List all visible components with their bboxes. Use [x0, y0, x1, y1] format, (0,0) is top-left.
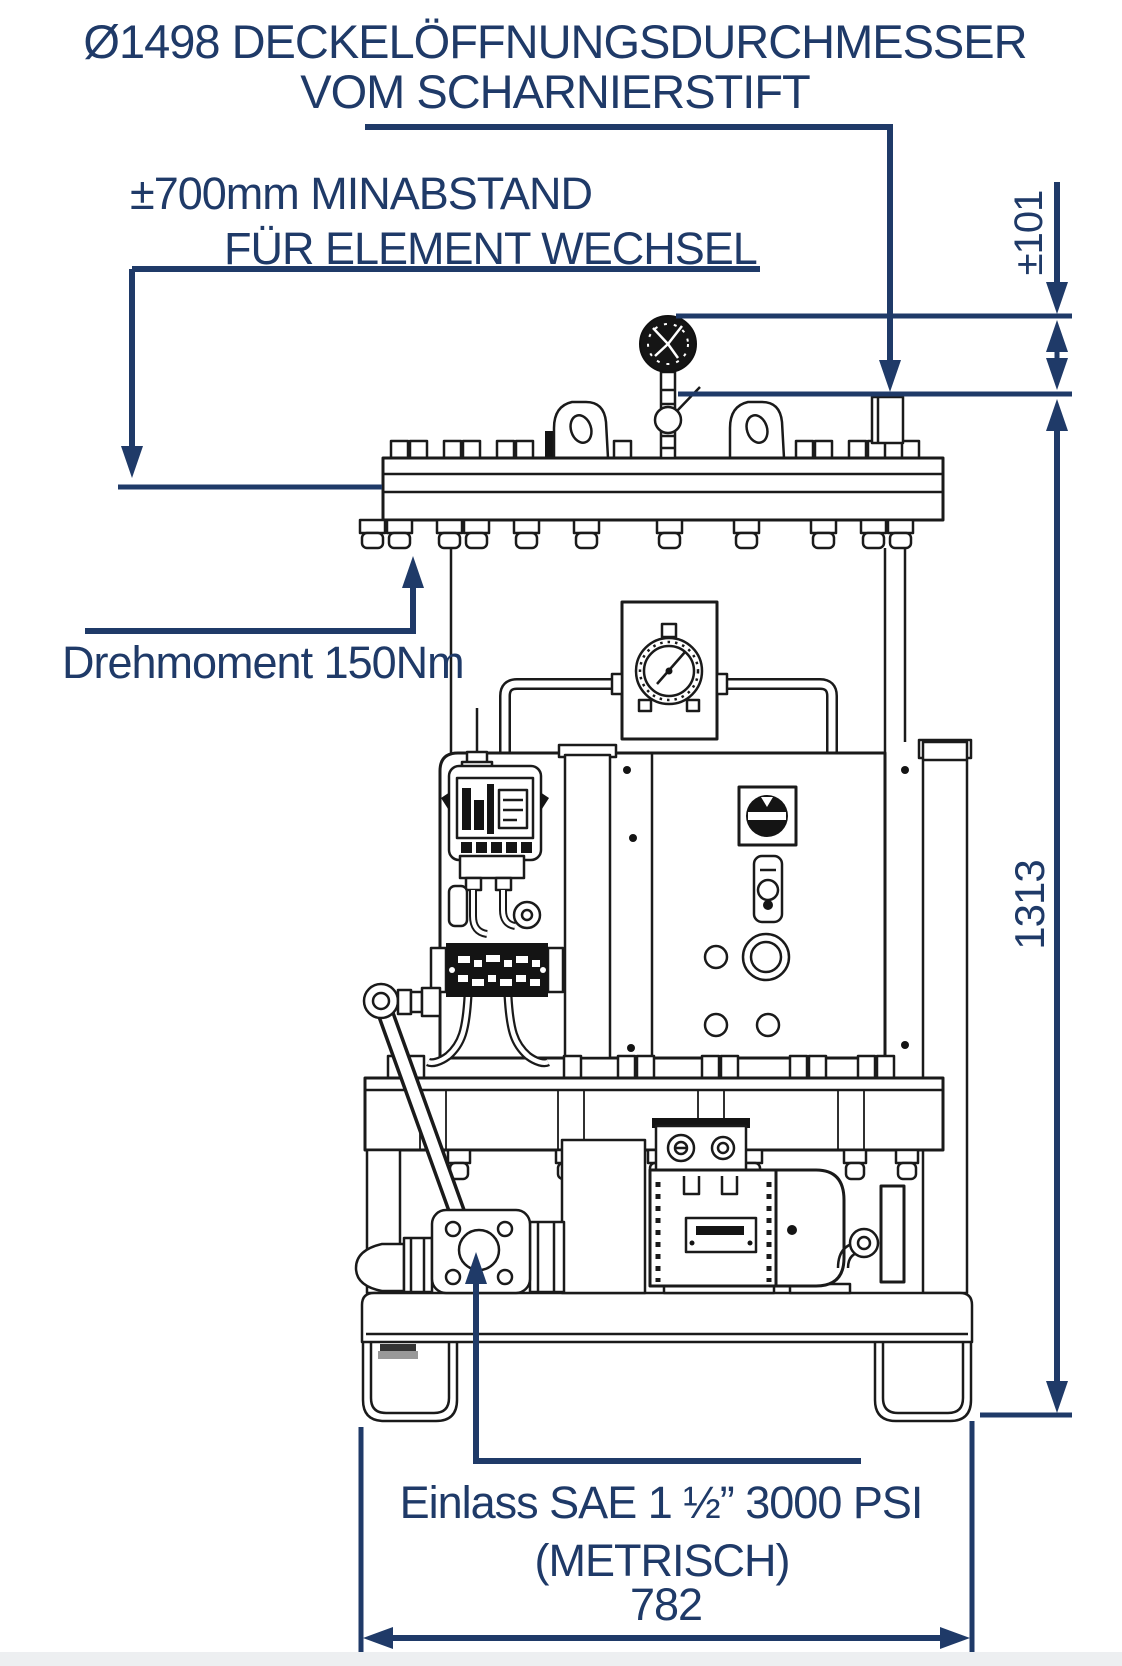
eye-fitting-icon [362, 982, 400, 1020]
outlet-elbow [848, 1227, 880, 1259]
pump-bracket [560, 1138, 647, 1295]
coupling-bell [774, 1168, 846, 1288]
filter-housing [449, 548, 907, 753]
pressure-gauge-top [639, 315, 701, 460]
lid-top-bolts [389, 431, 921, 460]
torque-leader [85, 556, 424, 634]
lower-flange-bolts [374, 1148, 920, 1181]
ball-valve [653, 405, 683, 435]
title-line1: Ø1498 DECKELÖFFNUNGSDURCHMESSER [83, 15, 1026, 68]
base-frame [360, 1291, 974, 1344]
base-width-dimension [358, 1421, 975, 1652]
gauge-protrusion-dimension [676, 182, 1072, 397]
flange-hex-bolts [358, 518, 915, 550]
toggle-lever [752, 854, 784, 924]
inlet-leader [465, 1252, 861, 1464]
overall-height-dimension [980, 399, 1072, 1418]
dim-gauge-protrusion: ±101 [1007, 191, 1051, 276]
dimension-annotations: Ø1498 DECKELÖFFNUNGSDURCHMESSER VOM SCHA… [62, 15, 1072, 1652]
control-panel [623, 766, 909, 1052]
gauge-pipe-left [499, 678, 612, 753]
indicator-light-bottom-right [755, 1012, 781, 1038]
front-strut [563, 753, 612, 1060]
indicator-light-bottom-left [703, 1012, 729, 1038]
clearance-leader [118, 266, 760, 490]
indicator-light-small [703, 944, 729, 970]
title-line2: VOM SCHARNIERSTIFT [300, 65, 810, 118]
dim-overall-height: 1313 [1006, 860, 1053, 949]
lid-plate [381, 456, 945, 522]
dim-base-width: 782 [630, 1579, 702, 1630]
outlet-plate [879, 1184, 906, 1284]
gauge-pipe-right [727, 678, 838, 753]
mounting-feet [361, 1342, 973, 1423]
cover-flange [358, 395, 945, 550]
page-edge-strip [0, 1652, 1122, 1666]
sensor-transmitter [441, 708, 549, 938]
indicator-light-large [741, 932, 791, 982]
right-frame-rail [921, 740, 969, 1295]
inlet-note-line1: Einlass SAE 1 ½” 3000 PSI [400, 1477, 923, 1528]
panel-screws [623, 766, 909, 1052]
inlet-pump [354, 1208, 566, 1295]
gauge-panel [499, 600, 838, 753]
diagonal-brace [362, 982, 479, 1252]
clearance-note-line1: ±700mm MINABSTAND [130, 168, 592, 219]
valve-handle [675, 386, 701, 413]
junction-box [425, 943, 565, 1068]
hinge-pin [870, 395, 905, 445]
clearance-note-line2: FÜR ELEMENT WECHSEL [224, 223, 757, 274]
hinge-bracket-left [552, 400, 610, 460]
hinge-bracket-right [728, 400, 786, 460]
electric-motor [560, 1118, 906, 1295]
torque-note: Drehmoment 150Nm [62, 637, 464, 688]
filter-unit-drawing [354, 315, 974, 1423]
lid-opening-leader [365, 124, 901, 392]
valve-manifold [447, 854, 542, 938]
inlet-note-line2: (METRISCH) [535, 1535, 790, 1586]
